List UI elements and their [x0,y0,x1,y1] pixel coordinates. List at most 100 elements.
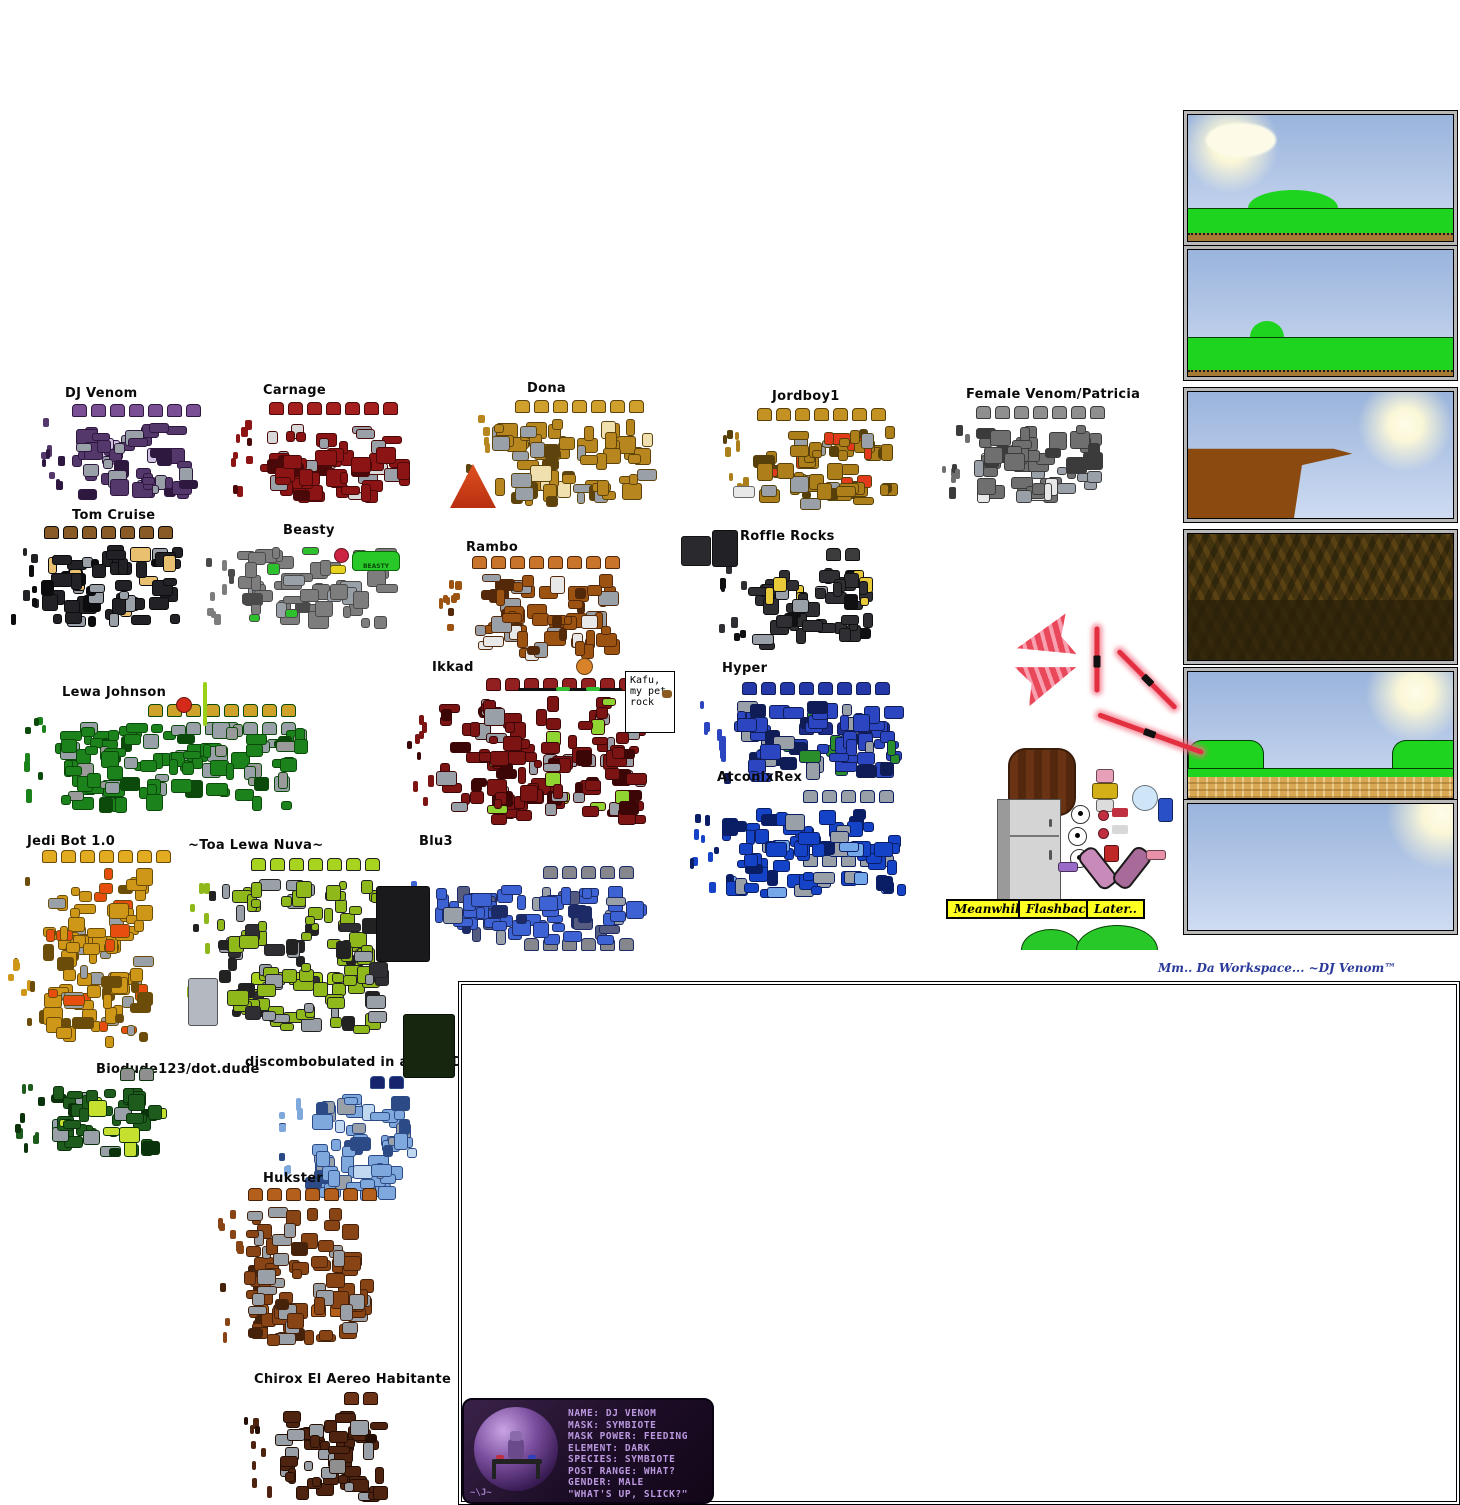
sprite-part [370,1422,388,1430]
sprite-part [767,887,787,898]
leash-glow-1 [556,687,570,691]
sprite-head [610,400,625,413]
sprite-part [792,599,809,613]
sprite-part [597,935,614,945]
sprite-part [856,765,877,778]
sprite-part [315,601,333,617]
sprite-group-atconixrex [690,788,912,900]
sprite-part [43,944,54,961]
sprite-group-label-jordboy1: Jordboy1 [772,389,840,404]
sprite-part [53,1086,64,1100]
sprite-part [88,616,96,627]
sprite-head [61,850,76,863]
sprite-part [606,897,626,906]
sprite-part [105,939,115,952]
sprite-part [127,1025,135,1036]
sprite-limb-bit [209,891,216,901]
sprite-limb-bit [223,1332,227,1343]
sprite-part [119,1127,140,1143]
dj-orb [474,1407,558,1491]
sprite-part [139,1032,148,1042]
sprite-part [545,803,557,816]
sprite-limb-bit [25,877,30,886]
sprite-part [155,774,169,782]
sprite-part [305,916,315,925]
kafu-note-text: Kafu, my pet rock [630,675,667,708]
sprite-part [249,614,260,622]
sprite-part [83,464,99,477]
sprite-part [248,552,266,565]
sprite-part [236,905,245,922]
sprite-part [280,1023,294,1031]
info-card-signature: ~\J~ [470,1488,492,1498]
sprite-part [46,929,55,942]
sprite-part [853,809,866,820]
sprite-limb-bit [725,447,731,457]
sprite-part [338,1475,348,1484]
sprite-part [602,698,616,706]
sprite-part [840,715,849,731]
sprite-part [577,492,585,504]
sprite-part [887,740,896,756]
sprite-head [795,408,810,421]
info-line-5: POST RANGE: WHAT? [568,1465,676,1477]
sprite-limb-bit [23,590,30,601]
turntable-right-icon [528,1455,536,1459]
sprite-part [275,1299,289,1310]
sprite-part [777,463,794,479]
sprite-head [491,556,506,569]
sprite-part [397,462,410,480]
sprite-limb-bit [236,434,240,443]
sprite-part [534,760,542,768]
sprite-part [126,1113,144,1124]
sprite-part [291,1242,308,1256]
sprite-part [1004,453,1025,471]
sprite-part [311,1256,328,1268]
sprite-part [353,591,369,609]
sprite-limb-bit [30,981,35,992]
sprite-part [546,496,558,507]
sprite-part [451,802,468,812]
sprite-part [887,860,897,875]
sprite-limb-bit [695,814,701,823]
sprite-limb-bit [449,580,454,589]
sprite-part [115,797,127,813]
sprite-part [331,1139,341,1151]
sprite-part [83,1130,100,1145]
sprite-group-jordboy1 [722,406,904,510]
sprite-part [103,459,113,469]
sprite-part [131,615,151,625]
sprite-part [80,965,88,979]
sprite-part [585,780,601,791]
sprite-part [354,951,373,962]
sprite-head [42,850,57,863]
sprite-part [120,777,140,791]
sprite-head [44,526,59,539]
sprite-head [871,408,886,421]
sprite-part [330,584,348,600]
sprite-part [63,1120,81,1129]
sprite-part [312,1114,333,1130]
beasty-bed: BEASTY [352,551,400,571]
sprite-head [344,1392,359,1405]
sprite-part [533,922,549,938]
sprite-limb-bit [57,481,63,490]
sprite-part [115,1014,124,1023]
sprite-part [1087,471,1102,483]
sprite-group-dona [462,398,662,508]
sprite-group-carnage [228,400,416,504]
sprite-group-label-female-venom-patricia: Female Venom/Patricia [966,387,1141,402]
sprite-head [529,556,544,569]
sprite-head [308,858,323,871]
sprite-part [501,885,522,895]
sprite-head [72,404,87,417]
sprite-part [596,633,617,647]
sprite-part [880,484,889,496]
sprite-limb-bit [43,418,49,427]
sprite-part [366,995,386,1009]
sprite-part [626,773,647,785]
sprite-head [629,400,644,413]
sprite-head [186,404,201,417]
